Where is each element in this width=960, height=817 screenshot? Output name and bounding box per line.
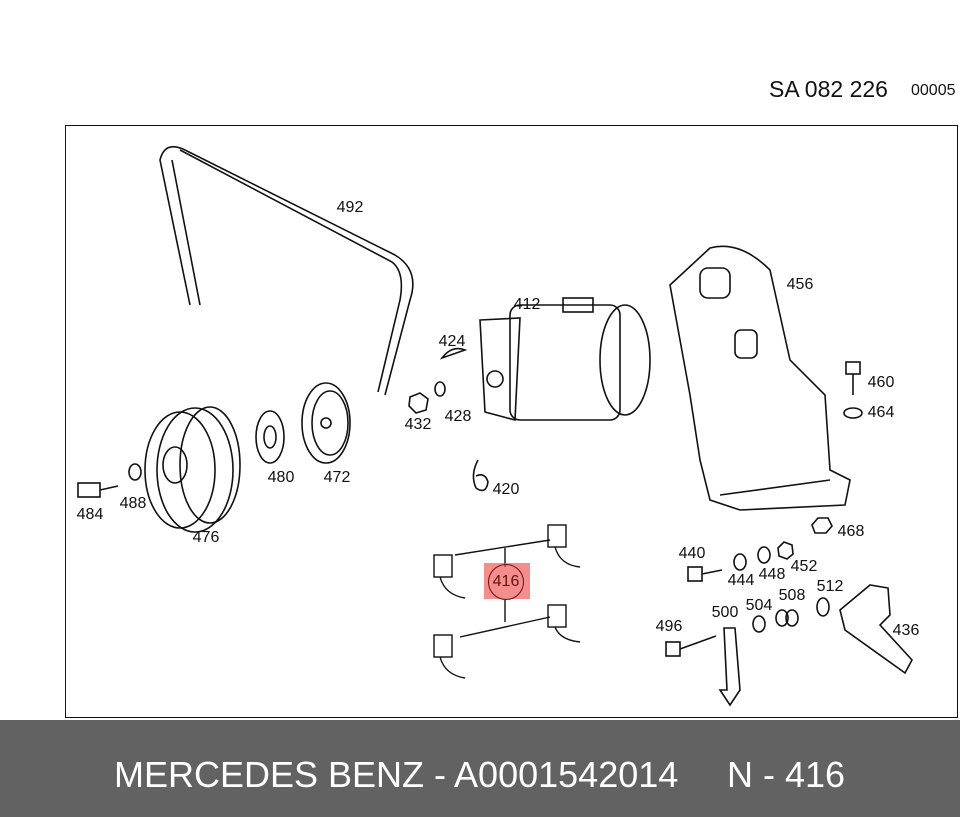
diagram-frame — [65, 125, 958, 718]
v-belt — [159, 145, 414, 396]
part-label-452[interactable]: 452 — [790, 558, 818, 575]
part-label-460[interactable]: 460 — [867, 374, 895, 391]
bracket-456 — [669, 245, 851, 511]
part-label-448[interactable]: 448 — [758, 566, 786, 583]
spacer-480 — [255, 410, 285, 464]
part-label-512[interactable]: 512 — [816, 578, 844, 595]
part-label-476[interactable]: 476 — [192, 529, 220, 546]
part-label-440[interactable]: 440 — [678, 545, 706, 562]
part-label-420[interactable]: 420 — [492, 481, 520, 498]
part-label-484[interactable]: 484 — [76, 506, 104, 523]
bolt-460 — [845, 361, 861, 395]
part-label-424[interactable]: 424 — [438, 333, 466, 350]
parts-illustration — [77, 145, 913, 707]
washer-444 — [733, 553, 747, 571]
part-label-492[interactable]: 492 — [336, 199, 364, 216]
part-label-500[interactable]: 500 — [711, 604, 739, 621]
part-label-472[interactable]: 472 — [323, 469, 351, 486]
diagram-code: SA 082 226 — [769, 76, 888, 102]
washer-428 — [434, 381, 446, 397]
part-label-444[interactable]: 444 — [727, 572, 755, 589]
part-label-464[interactable]: 464 — [867, 404, 895, 421]
fan-pulley-472 — [301, 382, 351, 464]
part-label-428[interactable]: 428 — [444, 408, 472, 425]
part-label-468[interactable]: 468 — [837, 523, 865, 540]
spring-420 — [472, 459, 489, 492]
brand-part-number: MERCEDES BENZ - A0001542014 — [114, 754, 679, 795]
part-label-412[interactable]: 412 — [513, 296, 541, 313]
nut-468 — [811, 517, 833, 534]
part-label-480[interactable]: 480 — [267, 469, 295, 486]
key-424 — [439, 347, 468, 360]
washer-488 — [128, 463, 142, 481]
alternator-412 — [479, 297, 651, 422]
part-label-436[interactable]: 436 — [892, 622, 920, 639]
diagram-position: N - 416 — [727, 754, 846, 795]
washer-504 — [752, 615, 766, 633]
bolt-484 — [77, 482, 119, 498]
part-label-416-highlighted[interactable]: 416 — [492, 573, 520, 590]
part-label-496[interactable]: 496 — [655, 618, 683, 635]
part-label-508[interactable]: 508 — [778, 587, 806, 604]
brushes-416 — [433, 524, 581, 679]
nut-452 — [777, 541, 794, 560]
bolt-440 — [687, 566, 723, 582]
washer-512 — [816, 597, 830, 617]
strap-500 — [718, 627, 741, 707]
diagram-sequence: 00005 — [911, 82, 956, 99]
highlight-circle — [488, 564, 524, 600]
part-label-456[interactable]: 456 — [786, 276, 814, 293]
washer-508 — [775, 609, 799, 627]
pulley-476 — [144, 406, 241, 533]
part-label-504[interactable]: 504 — [745, 597, 773, 614]
part-label-488[interactable]: 488 — [119, 495, 147, 512]
bolt-496 — [665, 635, 717, 657]
part-label-432[interactable]: 432 — [404, 416, 432, 433]
tensioner-436 — [839, 584, 913, 675]
nut-432 — [408, 392, 429, 414]
washer-448 — [757, 546, 771, 564]
washer-464 — [843, 407, 863, 419]
footer-bar: MERCEDES BENZ - A0001542014 N - 416 — [0, 720, 960, 817]
